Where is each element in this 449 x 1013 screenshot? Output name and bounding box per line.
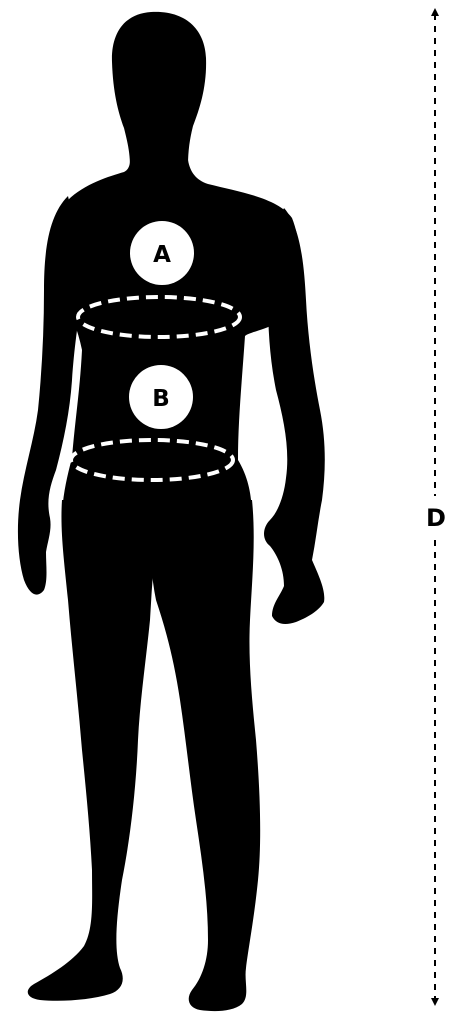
height-marker-label: D [426,504,446,532]
chest-marker: A [130,221,194,285]
waist-marker: B [129,365,193,429]
waist-marker-label: B [152,386,170,412]
chest-marker-label: A [153,242,171,268]
